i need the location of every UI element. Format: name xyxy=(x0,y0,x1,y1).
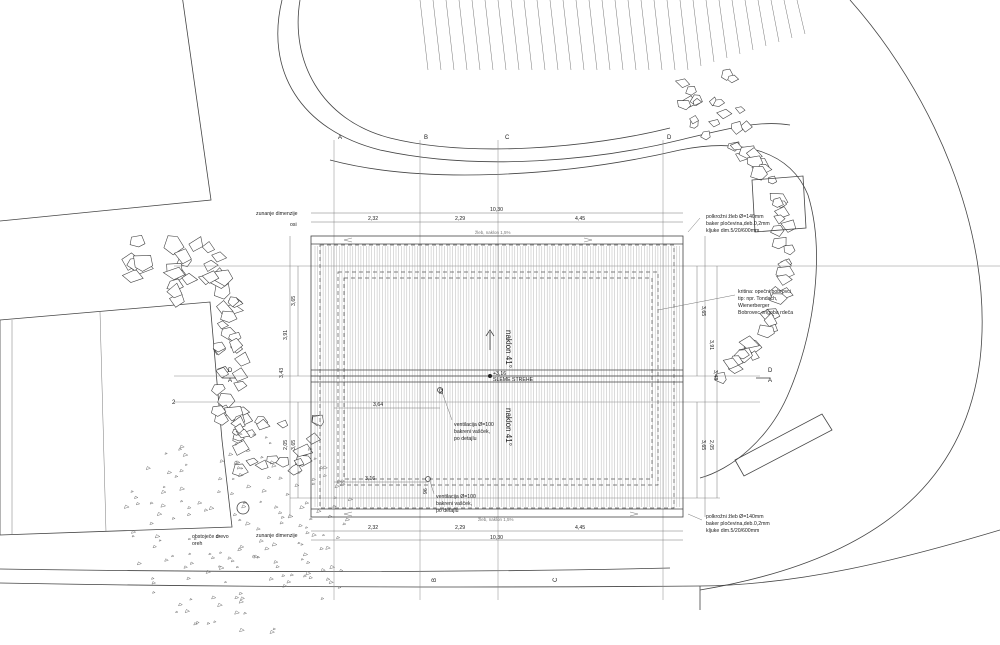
vent-2-icon xyxy=(425,476,431,482)
ridge-level: +3,16 xyxy=(493,371,506,377)
dim-top-2: 2,29 xyxy=(455,216,465,222)
gutter-slope-top: žleb, naklon 1,5% xyxy=(475,230,511,235)
gutter-slope-bottom: žleb, naklon 1,5% xyxy=(478,517,514,522)
roofing-line-4: Bobrovec engoba rdeča xyxy=(738,310,793,316)
axes-word-label: osi xyxy=(290,222,297,228)
dim-bottom-1: 2,32 xyxy=(368,525,378,531)
section-label-left-d: D xyxy=(228,368,233,374)
vent-2-line-2: bakreni vašček, xyxy=(436,501,472,507)
gutter-top-line-1: polkrožni žleb Ø=140mm xyxy=(706,214,764,220)
dim-left-outer: 3,91 xyxy=(283,330,289,340)
dim-bottom-2: 2,29 xyxy=(455,525,465,531)
vent-1-line-3: po detajlu xyxy=(454,436,477,442)
gutter-bottom-line-2: baker pločevina,deb.0,2mm xyxy=(706,521,770,527)
neighbor-building-top-left xyxy=(0,0,212,222)
outer-dim-bottom-label: zunanje dimenzije xyxy=(256,533,298,539)
dim-inner-horizontal: 3,64 xyxy=(373,402,383,408)
slope-lower-label: naklon 41° xyxy=(504,408,513,446)
gutter-bottom-line-3: kljuke dim.5/20/600mm xyxy=(706,528,759,534)
ridge-label: SLEME STREHE xyxy=(493,377,534,383)
dim-right-top: 3,65 xyxy=(700,306,706,316)
dim-left-mid: 3,43 xyxy=(279,368,285,378)
axis-label-d: D xyxy=(667,135,672,141)
section-label-left-a: A xyxy=(228,378,232,384)
axis-label-bottom-c: C xyxy=(553,577,559,582)
gravel-scatter xyxy=(123,432,354,634)
dim-top-1: 2,32 xyxy=(368,216,378,222)
vent-1-line-1: ventilacija Ø=100 xyxy=(454,422,494,428)
vent-2-line-3: po detajlu xyxy=(436,508,459,514)
axis-label-a: A xyxy=(338,135,342,141)
gutter-bottom-line-1: polkrožni žleb Ø=140mm xyxy=(706,514,764,520)
dim-left-small: 2,05 xyxy=(283,440,289,450)
tree-label-2: oreh xyxy=(192,541,202,547)
dim-vent-offset: 82 xyxy=(439,388,445,394)
dim-bottom-total: 10,30 xyxy=(490,535,503,541)
vent-1-line-2: bakreni vašček, xyxy=(454,429,490,435)
dim-left-bottom: 3,65 xyxy=(291,440,297,450)
parking-hatch xyxy=(419,0,806,71)
roofing-line-3: Wienerberger xyxy=(738,303,770,309)
tree-symbol xyxy=(236,501,250,515)
axis-marker-2: 2 xyxy=(172,400,176,406)
road-curves xyxy=(0,0,1000,610)
roofing-line-1: kritina: opečni bobrovci xyxy=(738,289,791,295)
neighbor-building-left xyxy=(0,301,233,536)
axis-label-b: B xyxy=(424,135,428,141)
dim-left-top: 3,65 xyxy=(291,296,297,306)
dim-right-bottom: 3,65 xyxy=(700,440,706,450)
dimension-lines xyxy=(289,212,718,541)
vent-1-icon xyxy=(437,387,443,393)
section-label-right-d: D xyxy=(768,368,773,374)
axis-label-c: C xyxy=(505,135,510,141)
dim-inner-horizontal-2: 3,16 xyxy=(365,476,375,482)
section-label-right-a: A xyxy=(768,378,772,384)
dim-vent-offset-2: 96 xyxy=(423,488,429,494)
shed-right xyxy=(734,175,833,477)
dim-right-small: 2,05 xyxy=(708,440,714,450)
dim-top-total: 10,30 xyxy=(490,207,503,213)
slope-upper-label: naklon 41° xyxy=(504,330,513,368)
roof xyxy=(310,235,684,518)
tree-label-1: obstoječe drevo xyxy=(192,534,229,540)
axis-label-bottom-b: B xyxy=(432,578,438,582)
vent-2-line-1: ventilacija Ø=100 xyxy=(436,494,476,500)
dim-bottom-3: 4,45 xyxy=(575,525,585,531)
stone-paving xyxy=(121,68,797,477)
dim-right-outer: 3,91 xyxy=(708,340,714,350)
dim-right-mid: 3,43 xyxy=(712,370,718,380)
dim-top-3: 4,45 xyxy=(575,216,585,222)
outer-dim-top-label: zunanje dimenzije xyxy=(256,211,298,217)
gutter-top-line-3: kljuke dim.5/20/600mm xyxy=(706,228,759,234)
roofing-line-2: tip: npr. Tondach, xyxy=(738,296,777,302)
gutter-top-line-2: baker pločevina,deb.0,2mm xyxy=(706,221,770,227)
